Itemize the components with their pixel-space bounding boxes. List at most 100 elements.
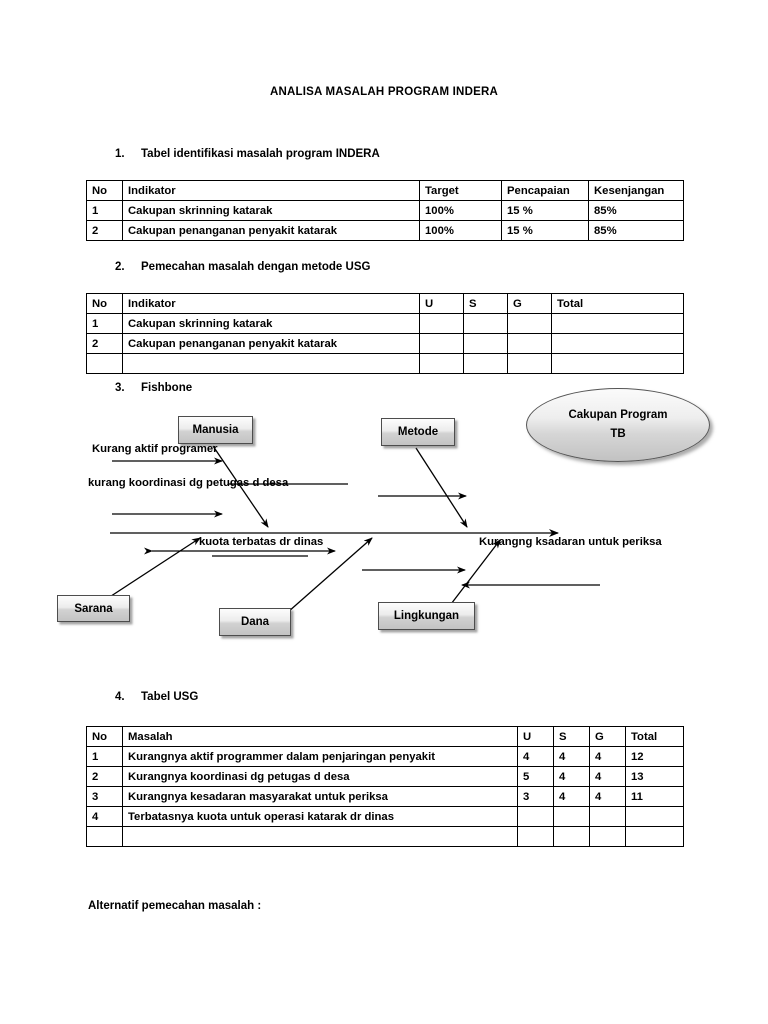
cell-target: 100% (419, 200, 502, 221)
cell-no: 4 (86, 806, 123, 827)
fishbone-cause-label-4: Kurangng ksadaran untuk periksa (479, 536, 662, 548)
table-row: 1 Cakupan skrinning katarak (86, 313, 684, 334)
cell-indikator: Cakupan skrinning katarak (122, 200, 420, 221)
section-heading-2: 2.Pemecahan masalah dengan metode USG (115, 261, 370, 273)
table-row: 2 Cakupan penanganan penyakit katarak (86, 333, 684, 354)
cell-no (86, 826, 123, 847)
cell-total: 11 (625, 786, 684, 807)
fishbone-category-label: Dana (240, 616, 270, 628)
fishbone-category-label: Lingkungan (393, 610, 460, 622)
cell-s (463, 333, 508, 354)
cell-no (86, 353, 123, 374)
th-total: Total (625, 726, 684, 747)
rib-sarana (104, 537, 201, 601)
table-identifikasi-masalah: No Indikator Target Pencapaian Kesenjang… (86, 180, 684, 241)
cell-no: 1 (86, 746, 123, 767)
page-title: ANALISA MASALAH PROGRAM INDERA (270, 86, 498, 98)
fishbone-effect-oval[interactable]: Cakupan Program TB (526, 388, 710, 462)
th-s: S (553, 726, 590, 747)
section-heading-4: 4. Tabel USG (115, 691, 198, 703)
section-number-4: 4. (115, 691, 125, 703)
cell-u (419, 333, 464, 354)
section-heading-1: 1.Tabel identifikasi masalah program IND… (115, 148, 380, 160)
section-heading-3: 3. Fishbone (115, 382, 192, 394)
th-no: No (86, 180, 123, 201)
th-target: Target (419, 180, 502, 201)
cell-indikator: Cakupan penanganan penyakit katarak (122, 333, 420, 354)
section-number-3: 3. (115, 382, 125, 394)
table-row: 2 Kurangnya koordinasi dg petugas d desa… (86, 766, 684, 787)
fishbone-category-sarana[interactable]: Sarana (57, 595, 130, 622)
cell-g (589, 826, 626, 847)
cell-no: 1 (86, 313, 123, 334)
cause-arrow-3 (144, 547, 336, 557)
cell-masalah: Terbatasnya kuota untuk operasi katarak … (122, 806, 518, 827)
table-header-row: No Masalah U S G Total (86, 726, 684, 747)
fishbone-effect-line2: TB (610, 428, 626, 440)
th-indikator: Indikator (122, 180, 420, 201)
cell-pencapaian: 15 % (501, 220, 589, 241)
section-label-4: Tabel USG (141, 691, 199, 703)
fishbone-category-label: Manusia (192, 424, 239, 436)
table-row (86, 353, 684, 374)
th-no: No (86, 293, 123, 314)
table-row: 4 Terbatasnya kuota untuk operasi katara… (86, 806, 684, 827)
cell-total (551, 333, 684, 354)
cell-pencapaian: 15 % (501, 200, 589, 221)
cell-s (553, 806, 590, 827)
fishbone-cause-label-2: kurang koordinasi dg petugas d desa (88, 477, 289, 489)
table-row (86, 826, 684, 847)
fishbone-category-label: Metode (397, 426, 439, 438)
th-u: U (517, 726, 554, 747)
cell-no: 3 (86, 786, 123, 807)
cell-u (419, 353, 464, 374)
th-indikator: Indikator (122, 293, 420, 314)
cell-no: 2 (86, 766, 123, 787)
cell-kesenjangan: 85% (588, 220, 684, 241)
fishbone-category-label: Sarana (74, 602, 113, 615)
fishbone-cause-label-1: Kurang aktif programer (92, 443, 218, 455)
table-row: 1 Cakupan skrinning katarak 100% 15 % 85… (86, 200, 684, 221)
table-pemecahan-usg: No Indikator U S G Total 1 Cakupan skrin… (86, 293, 684, 374)
cell-s (553, 826, 590, 847)
cell-s: 4 (553, 766, 590, 787)
cell-u (517, 826, 554, 847)
fishbone-category-metode[interactable]: Metode (381, 418, 455, 446)
th-pencapaian: Pencapaian (501, 180, 589, 201)
cell-g (507, 353, 552, 374)
section-number-1: 1. (115, 148, 125, 160)
footer-note: Alternatif pemecahan masalah : (88, 900, 262, 912)
cell-s: 4 (553, 746, 590, 767)
th-masalah: Masalah (122, 726, 518, 747)
cell-masalah (122, 826, 518, 847)
th-kesenjangan: Kesenjangan (588, 180, 684, 201)
rib-dana (287, 537, 373, 613)
cell-masalah: Kurangnya kesadaran masyarakat untuk per… (122, 786, 518, 807)
cell-g: 4 (589, 786, 626, 807)
table-row: 1 Kurangnya aktif programmer dalam penja… (86, 746, 684, 767)
cell-total: 13 (625, 766, 684, 787)
cell-target: 100% (419, 220, 502, 241)
th-u: U (419, 293, 464, 314)
rib-lingkungan (447, 539, 501, 609)
th-no: No (86, 726, 123, 747)
cell-masalah: Kurangnya aktif programmer dalam penjari… (122, 746, 518, 767)
table-header-row: No Indikator Target Pencapaian Kesenjang… (86, 180, 684, 201)
cell-total (625, 806, 684, 827)
th-s: S (463, 293, 508, 314)
cell-u: 5 (517, 766, 554, 787)
table-row: 3 Kurangnya kesadaran masyarakat untuk p… (86, 786, 684, 807)
section-label-3: Fishbone (141, 382, 193, 394)
cell-s (463, 313, 508, 334)
table-header-row: No Indikator U S G Total (86, 293, 684, 314)
section-number-2: 2. (115, 261, 125, 273)
cell-no: 2 (86, 333, 123, 354)
cell-indikator (122, 353, 420, 374)
fishbone-category-manusia[interactable]: Manusia (178, 416, 253, 444)
fishbone-category-lingkungan[interactable]: Lingkungan (378, 602, 475, 630)
fishbone-category-dana[interactable]: Dana (219, 608, 291, 636)
cell-s (463, 353, 508, 374)
cell-no: 2 (86, 220, 123, 241)
cell-u (419, 313, 464, 334)
fishbone-cause-label-3: kuota terbatas dr dinas (199, 536, 324, 548)
